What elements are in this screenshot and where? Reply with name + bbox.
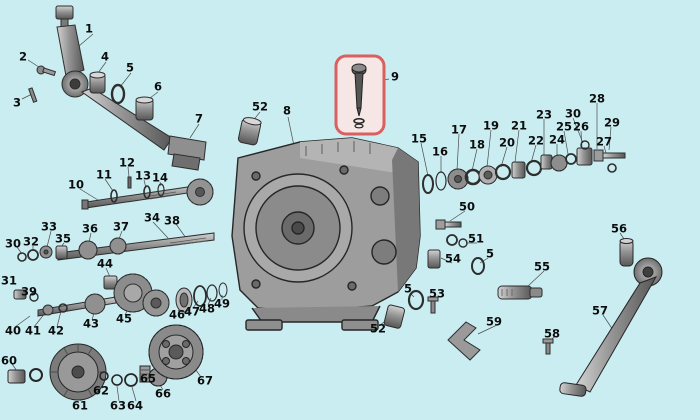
part-label-5b[interactable]: 5 [403,281,413,296]
part-label-58[interactable]: 58 [543,326,561,341]
part-label-16[interactable]: 16 [431,144,449,159]
part-label-27[interactable]: 27 [595,134,613,149]
counter-shaft-assembly [13,232,215,302]
part-label-52b[interactable]: 52 [369,321,387,336]
part-label-60[interactable]: 60 [0,353,18,368]
part-label-11[interactable]: 11 [95,167,113,182]
crank-lever-assembly [28,5,207,171]
part-label-28[interactable]: 28 [588,91,606,106]
part-label-21[interactable]: 21 [510,118,528,133]
part-label-50[interactable]: 50 [458,199,476,214]
part-label-35[interactable]: 35 [54,231,72,246]
screw-9 [351,63,367,129]
part-label-55[interactable]: 55 [533,259,551,274]
part-label-46[interactable]: 46 [168,307,186,322]
part-label-1[interactable]: 1 [84,21,94,36]
part-label-36[interactable]: 36 [81,221,99,236]
part-label-42[interactable]: 42 [47,323,65,338]
part-label-24[interactable]: 24 [548,132,566,147]
part-label-47[interactable]: 47 [183,304,201,319]
part-label-22[interactable]: 22 [527,133,545,148]
part-label-18[interactable]: 18 [468,137,486,152]
part-label-31[interactable]: 31 [0,273,18,288]
part-label-32[interactable]: 32 [22,234,40,249]
part-label-41[interactable]: 41 [24,323,42,338]
part-label-45[interactable]: 45 [115,311,133,326]
part-label-12[interactable]: 12 [118,155,136,170]
part-label-23[interactable]: 23 [535,107,553,122]
part-label-65[interactable]: 65 [139,371,157,386]
part-label-54[interactable]: 54 [444,251,462,266]
part-label-29[interactable]: 29 [603,115,621,130]
part-label-40[interactable]: 40 [4,323,22,338]
part-label-19[interactable]: 19 [482,118,500,133]
part-label-51[interactable]: 51 [467,231,485,246]
kickstart-lever-assembly [559,238,663,397]
crankcase-housing [231,137,421,331]
part-label-10[interactable]: 10 [67,177,85,192]
part-label-20[interactable]: 20 [498,135,516,150]
part-label-4[interactable]: 4 [100,49,110,64]
part-label-59[interactable]: 59 [485,314,503,329]
clutch-primary-assembly [7,324,204,401]
part-label-30b[interactable]: 30 [564,106,582,121]
part-label-52a[interactable]: 52 [251,99,269,114]
part-label-49[interactable]: 49 [213,296,231,311]
part-label-8[interactable]: 8 [282,103,292,118]
part-label-48[interactable]: 48 [198,301,216,316]
part-label-26[interactable]: 26 [572,119,590,134]
part-label-39[interactable]: 39 [20,284,38,299]
part-label-44[interactable]: 44 [96,256,114,271]
part-label-57[interactable]: 57 [591,303,609,318]
part-label-14[interactable]: 14 [151,170,169,185]
shifter-parts-right [383,219,554,361]
bushing-52-top [237,117,262,146]
part-label-2[interactable]: 2 [18,49,28,64]
part-label-15[interactable]: 15 [410,131,428,146]
part-label-30a[interactable]: 30 [4,236,22,251]
part-label-62[interactable]: 62 [92,383,110,398]
part-label-61[interactable]: 61 [71,398,89,413]
part-label-3[interactable]: 3 [12,95,22,110]
part-label-5a[interactable]: 5 [125,60,135,75]
part-label-7[interactable]: 7 [194,111,204,126]
part-label-5c[interactable]: 5 [485,246,495,261]
input-shaft-assembly [81,176,214,210]
part-label-33[interactable]: 33 [40,219,58,234]
part-label-67[interactable]: 67 [196,373,214,388]
part-label-64[interactable]: 64 [126,398,144,413]
part-label-34[interactable]: 34 [143,210,161,225]
part-label-25[interactable]: 25 [555,119,573,134]
highlighted-part-9[interactable] [334,54,386,136]
part-label-9[interactable]: 9 [390,69,400,84]
part-label-13[interactable]: 13 [134,168,152,183]
part-label-53[interactable]: 53 [428,286,446,301]
part-label-56[interactable]: 56 [610,221,628,236]
part-label-63[interactable]: 63 [109,398,127,413]
part-label-6[interactable]: 6 [153,79,163,94]
part-label-37[interactable]: 37 [112,219,130,234]
part-label-66[interactable]: 66 [154,386,172,401]
part-label-17[interactable]: 17 [450,122,468,137]
part-label-43[interactable]: 43 [82,316,100,331]
gear-washer-stack-right [422,140,626,194]
part-label-38[interactable]: 38 [163,213,181,228]
output-shaft-assembly [37,273,228,317]
